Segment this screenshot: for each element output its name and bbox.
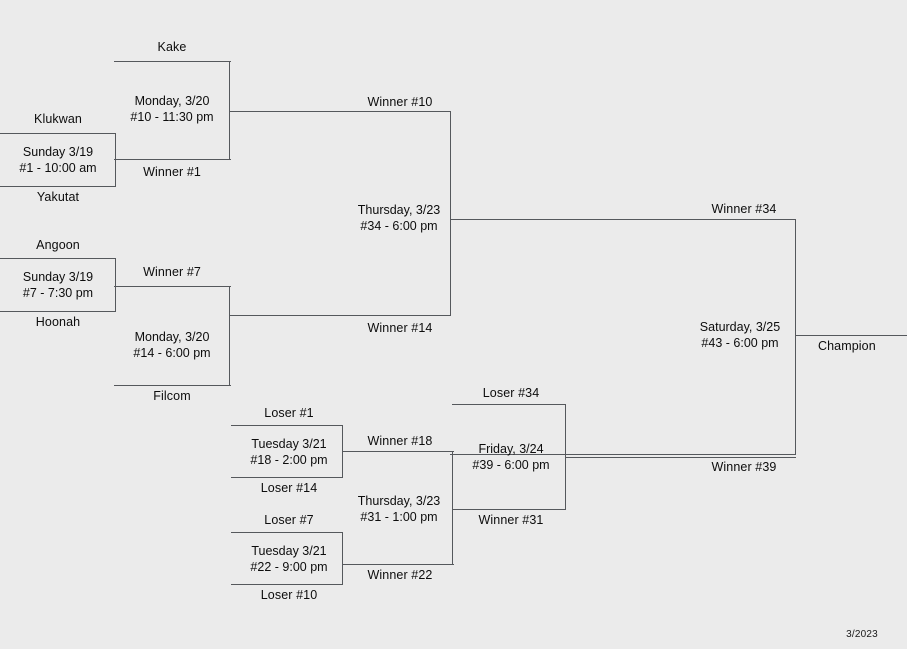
match-10-bottom-line xyxy=(114,159,231,160)
team-label-angoon: Angoon xyxy=(36,238,80,252)
match-14-bottom-line xyxy=(114,385,231,386)
feed-label-winner-34: Winner #34 xyxy=(711,202,777,216)
match-22-info: Tuesday 3/21 #22 - 9:00 pm xyxy=(250,543,327,575)
match-34-top-line xyxy=(229,111,451,112)
feed-label-loser-1: Loser #1 xyxy=(264,406,314,420)
match-1-info: Sunday 3/19 #1 - 10:00 am xyxy=(19,144,96,176)
match-34-right-line xyxy=(450,111,451,316)
match-18-top-line xyxy=(231,425,343,426)
match-43-bottom-line xyxy=(450,454,796,455)
feed-label-loser-34: Loser #34 xyxy=(482,386,540,400)
match-31-info: Thursday, 3/23 #31 - 1:00 pm xyxy=(358,493,440,525)
match-18-date: Tuesday 3/21 xyxy=(251,437,327,451)
feed-label-loser-10: Loser #10 xyxy=(260,588,318,602)
match-43-time: #43 - 6:00 pm xyxy=(701,336,779,350)
match-7-top-line xyxy=(0,258,116,259)
match-34-info: Thursday, 3/23 #34 - 6:00 pm xyxy=(358,202,440,234)
match-14-info: Monday, 3/20 #14 - 6:00 pm xyxy=(133,329,210,361)
match-18-info: Tuesday 3/21 #18 - 2:00 pm xyxy=(250,436,327,468)
match-10-info: Monday, 3/20 #10 - 11:30 pm xyxy=(130,93,213,125)
match-22-top-line xyxy=(231,532,343,533)
match-34-date: Thursday, 3/23 xyxy=(357,203,441,217)
feed-label-winner-1: Winner #1 xyxy=(143,165,201,179)
match-22-bottom-line xyxy=(231,584,343,585)
match-34-bottom-line xyxy=(229,315,451,316)
footer-date: 3/2023 xyxy=(846,629,878,640)
match-18-time: #18 - 2:00 pm xyxy=(250,453,328,467)
feed-label-loser-14: Loser #14 xyxy=(260,481,318,495)
feed-label-loser-7: Loser #7 xyxy=(264,513,314,527)
feed-label-winner-31: Winner #31 xyxy=(478,513,544,527)
champion-label: Champion xyxy=(818,339,876,353)
match-10-date: Monday, 3/20 xyxy=(134,94,210,108)
match-34-time: #34 - 6:00 pm xyxy=(360,219,438,233)
match-1-date: Sunday 3/19 xyxy=(22,145,94,159)
match-43-info: Saturday, 3/25 #43 - 6:00 pm xyxy=(700,319,780,351)
match-7-date: Sunday 3/19 xyxy=(22,270,94,284)
match-14-time: #14 - 6:00 pm xyxy=(133,346,211,360)
match-39-info: Friday, 3/24 #39 - 6:00 pm xyxy=(472,441,549,473)
match-39-date: Friday, 3/24 xyxy=(478,442,544,456)
feed-label-winner-39: Winner #39 xyxy=(711,460,777,474)
match-1-time: #1 - 10:00 am xyxy=(19,161,97,175)
match-7-info: Sunday 3/19 #7 - 7:30 pm xyxy=(23,269,93,301)
match-7-bottom-line xyxy=(0,311,116,312)
match-22-time: #22 - 9:00 pm xyxy=(250,560,328,574)
team-label-yakutat: Yakutat xyxy=(36,190,80,204)
match-31-bottom-line xyxy=(342,564,454,565)
match-31-top-line xyxy=(342,451,454,452)
feed-label-winner-14: Winner #14 xyxy=(367,321,433,335)
match-1-bottom-line xyxy=(0,186,116,187)
match-39-top-line xyxy=(452,404,566,405)
team-label-klukwan: Klukwan xyxy=(34,112,82,126)
match-31-time: #31 - 1:00 pm xyxy=(360,510,438,524)
match-39-output-connector xyxy=(565,457,796,458)
match-18-bottom-line xyxy=(231,477,343,478)
feed-label-winner-10: Winner #10 xyxy=(367,95,433,109)
feed-label-winner-18: Winner #18 xyxy=(367,434,433,448)
match-31-right-line xyxy=(452,451,453,565)
team-label-filcom: Filcom xyxy=(153,389,191,403)
team-label-hoonah: Hoonah xyxy=(35,315,81,329)
match-7-time: #7 - 7:30 pm xyxy=(22,286,94,300)
match-1-right-line xyxy=(115,133,116,187)
feed-label-winner-7: Winner #7 xyxy=(143,265,201,279)
match-22-right-line xyxy=(342,532,343,585)
match-1-top-line xyxy=(0,133,116,134)
match-7-right-line xyxy=(115,258,116,312)
match-39-bottom-line xyxy=(452,509,566,510)
match-14-date: Monday, 3/20 xyxy=(134,330,210,344)
match-22-date: Tuesday 3/21 xyxy=(251,544,327,558)
match-14-right-line xyxy=(229,286,230,386)
match-43-date: Saturday, 3/25 xyxy=(699,320,781,334)
match-10-top-line xyxy=(114,61,231,62)
match-43-right-line xyxy=(795,219,796,455)
feed-label-winner-22: Winner #22 xyxy=(367,568,433,582)
match-10-right-line xyxy=(229,61,230,160)
team-label-kake: Kake xyxy=(157,40,187,54)
match-14-top-line xyxy=(114,286,231,287)
champion-line xyxy=(795,335,907,336)
match-10-time: #10 - 11:30 pm xyxy=(130,110,214,124)
match-39-time: #39 - 6:00 pm xyxy=(472,458,550,472)
match-31-date: Thursday, 3/23 xyxy=(357,494,441,508)
match-43-top-line xyxy=(450,219,796,220)
